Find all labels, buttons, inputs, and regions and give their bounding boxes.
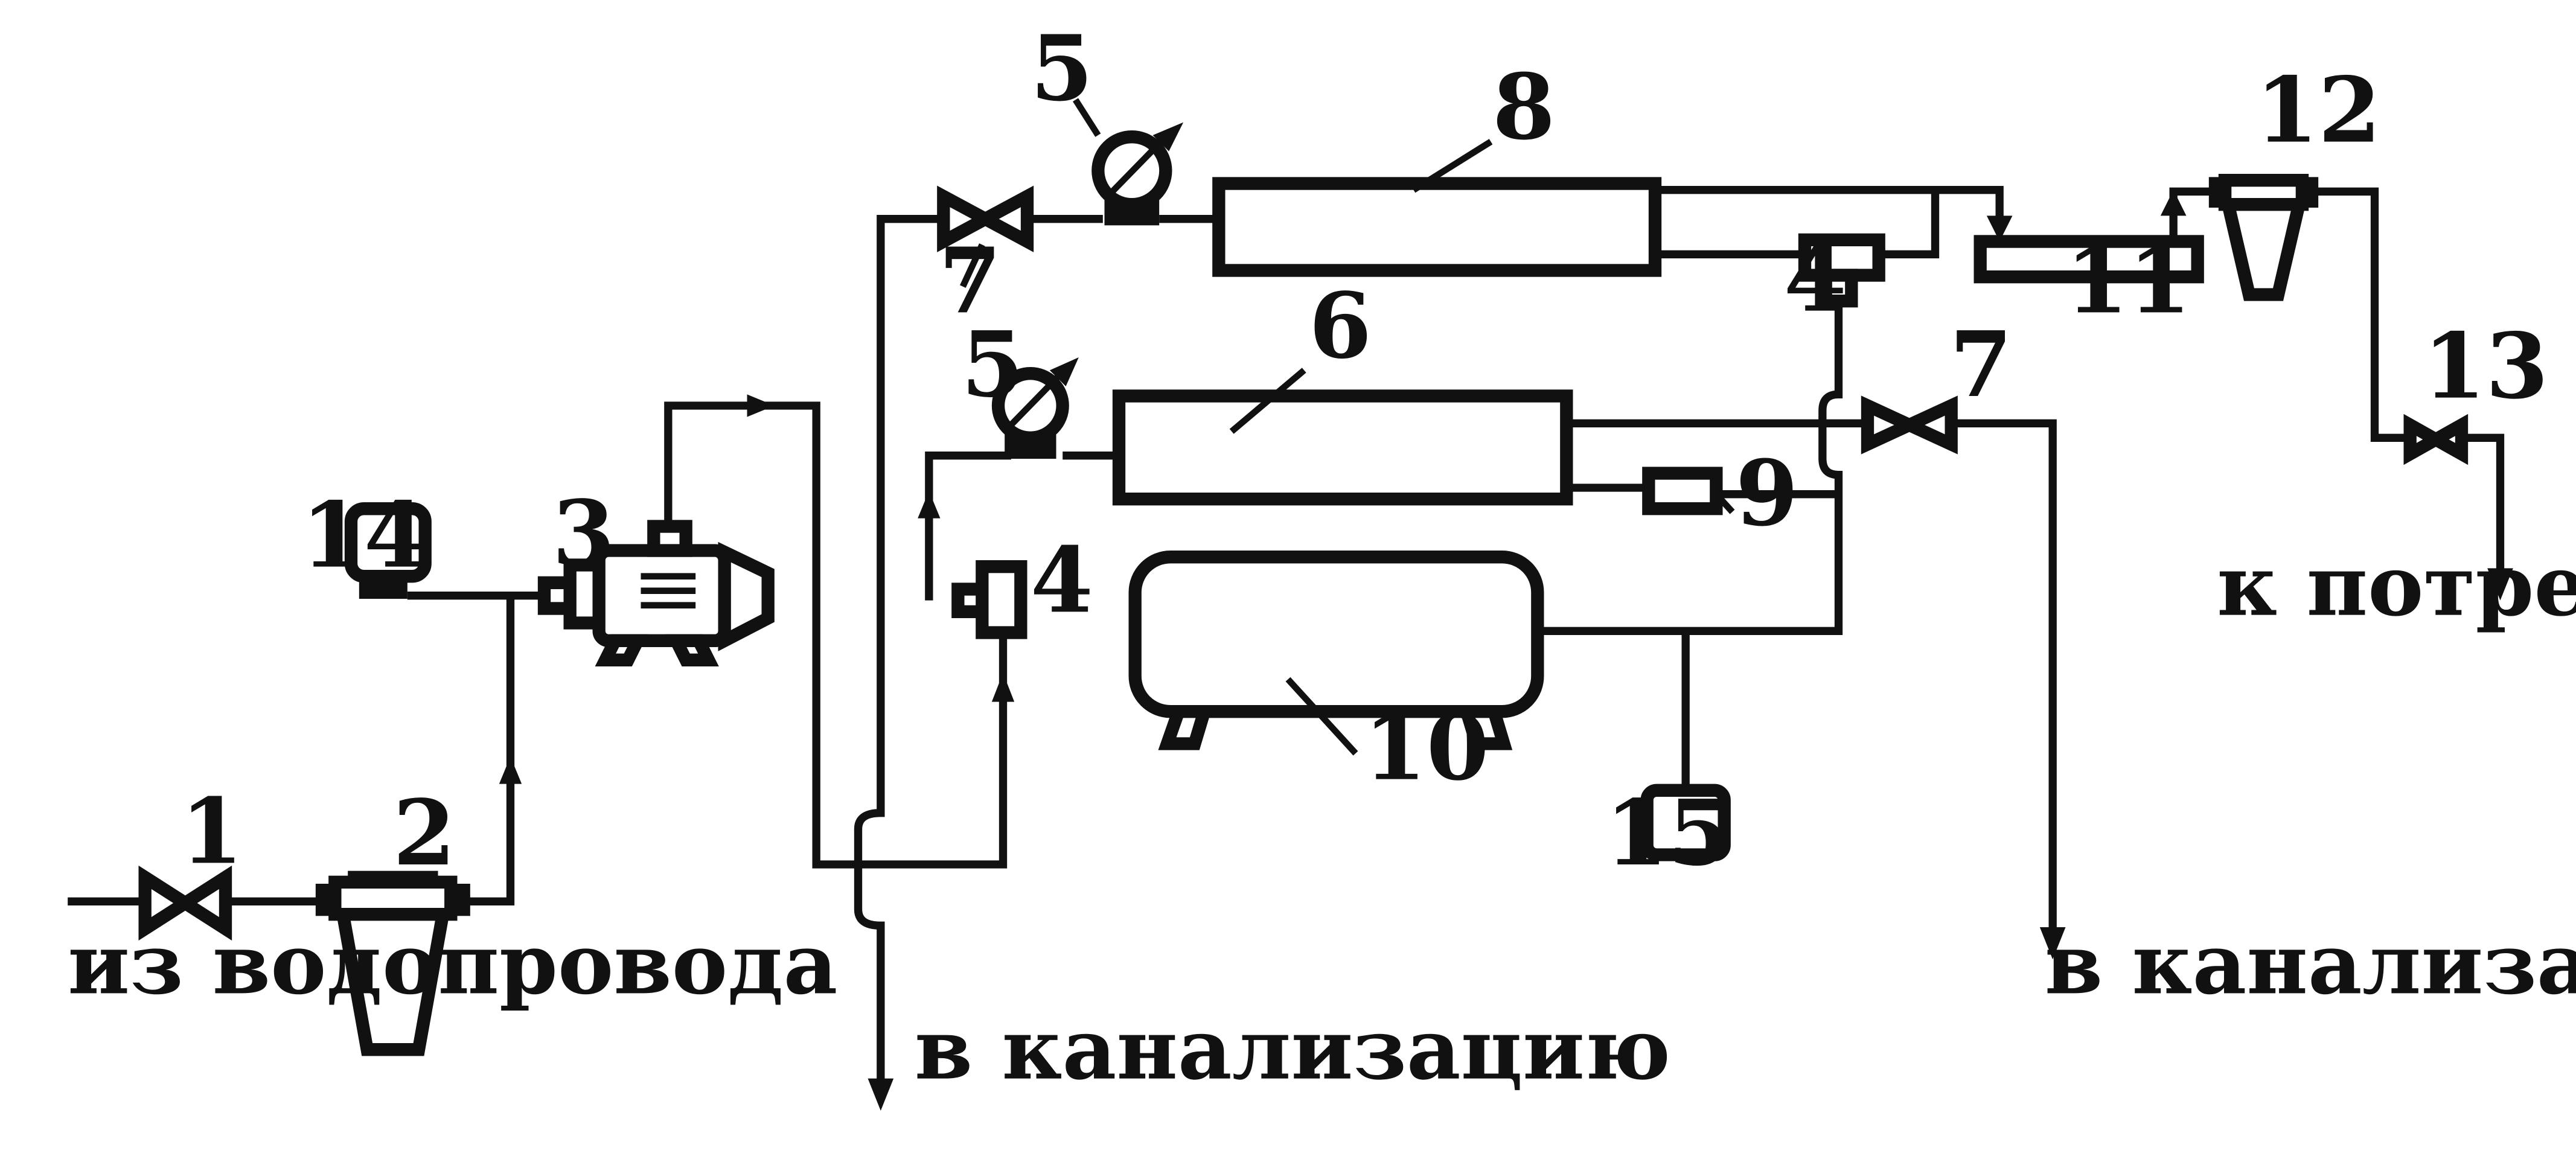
arrow-up-icon: [991, 672, 1015, 702]
storage-tank-10: [1128, 550, 1544, 750]
pump-5-upper: [1091, 122, 1184, 226]
label-5-lower: 5: [961, 312, 1024, 418]
label-5-upper: 5: [1031, 16, 1093, 121]
flow-restrictor-9: [1642, 467, 1723, 516]
accumulator-14: [344, 502, 432, 599]
membrane-module-6: [1112, 389, 1573, 506]
label-11: 11: [2066, 228, 2191, 334]
arrow-down-icon: [868, 1078, 894, 1111]
booster-pump-3: [537, 520, 775, 666]
valve-1: [138, 865, 232, 941]
arrow-down-icon: [1986, 216, 2013, 241]
valve-7-lower: [1861, 395, 1958, 455]
captions: из водопровода в канализацию в канализац…: [68, 537, 2576, 1099]
label-6: 6: [1309, 273, 1372, 379]
prefilter-2: [315, 870, 470, 1056]
valve-7-upper: [937, 185, 1034, 252]
cartridge-4-upper: [1798, 233, 1885, 308]
label-4-upper: 4: [1784, 227, 1847, 333]
arrow-up-icon: [2160, 190, 2187, 216]
label-15: 15: [1605, 781, 1731, 886]
label-2: 2: [393, 781, 456, 886]
arrow-down-icon: [2487, 568, 2513, 601]
arrow-up-icon: [918, 491, 941, 519]
caption-to-consumer: к потребителю: [2217, 537, 2576, 635]
flow-arrows: [499, 190, 2513, 1111]
valve-13: [2403, 413, 2469, 465]
label-10: 10: [1364, 695, 1489, 801]
membrane-module-8: [1212, 177, 1662, 277]
label-13: 13: [2423, 314, 2549, 420]
pipelines: [68, 186, 2505, 1100]
label-3: 3: [552, 481, 615, 587]
label-7-upper: 7: [939, 228, 1002, 334]
label-9: 9: [1736, 441, 1798, 546]
label-4-lower: 4: [1031, 528, 1093, 633]
leader-lines: [959, 98, 1735, 756]
label-1: 1: [181, 779, 243, 884]
label-8: 8: [1492, 54, 1555, 160]
label-12: 12: [2255, 58, 2381, 164]
arrow-right-icon: [747, 394, 775, 417]
caption-to-sewer-right: в канализацию: [2045, 915, 2576, 1013]
label-14: 14: [301, 483, 427, 589]
arrow-up-icon: [499, 756, 522, 784]
caption-from-water-supply: из водопровода: [68, 915, 837, 1013]
component-numbers: 1 2 3 4 4 5 5 6 7 7 8 9 10 11 12 13 14 1…: [181, 16, 2548, 886]
pump-5-lower: [991, 357, 1079, 459]
cartridge-4-lower: [951, 560, 1028, 639]
post-filter-12: [2208, 173, 2319, 301]
caption-to-sewer-left: в канализацию: [915, 1000, 1670, 1099]
arrow-down-icon: [2039, 927, 2066, 960]
pressure-switch-15: [1640, 784, 1731, 861]
mineralizer-11: [1974, 235, 2204, 284]
label-7-lower: 7: [1950, 312, 2013, 418]
